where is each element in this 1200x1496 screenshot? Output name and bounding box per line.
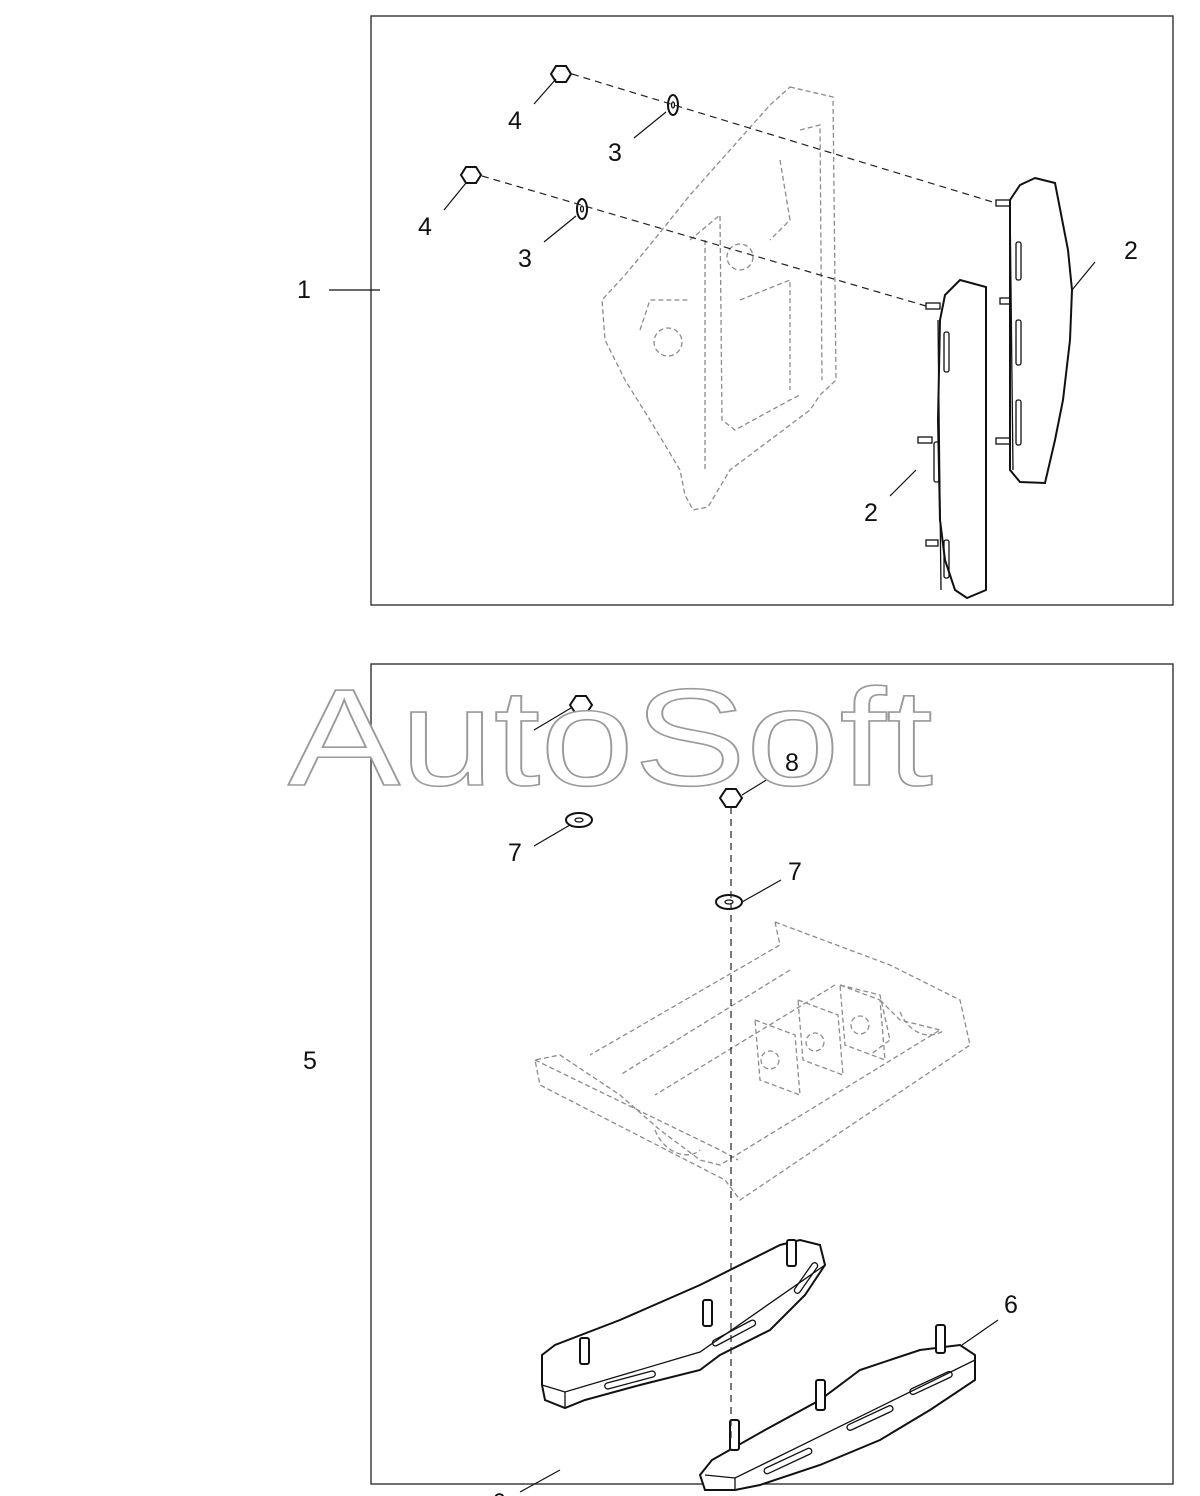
callout-part-2-lower: 2 xyxy=(864,499,878,527)
leader-part-8-left xyxy=(533,707,572,731)
leader-part-7-right xyxy=(741,879,782,903)
leader-part-3-upper xyxy=(633,111,667,139)
mounting-bracket-outline xyxy=(601,86,837,511)
callout-assembly-1: 1 xyxy=(297,276,311,304)
alignment-line-upper xyxy=(571,73,997,204)
washer-left xyxy=(565,812,593,828)
leader-part-6-right xyxy=(961,1319,999,1346)
callout-part-8-left: 8 xyxy=(505,723,519,751)
leader-part-2-upper xyxy=(1071,261,1096,291)
watermark: AutoSoft xyxy=(288,661,933,815)
leader-part-4-lower xyxy=(443,182,467,211)
callout-part-3-upper: 3 xyxy=(608,139,622,167)
callout-part-6-right: 6 xyxy=(1004,1291,1018,1319)
washer-right xyxy=(715,894,743,910)
base-frame-outline xyxy=(534,921,971,1201)
callout-part-7-left: 7 xyxy=(508,839,522,867)
callout-assembly-5: 5 xyxy=(303,1047,317,1075)
nut-right xyxy=(718,788,744,808)
callout-part-2-upper: 2 xyxy=(1124,237,1138,265)
leader-part-6-left xyxy=(519,1469,561,1493)
nut-lower xyxy=(459,166,483,184)
panel-assembly-1 xyxy=(370,15,1174,606)
alignment-line-lower xyxy=(481,175,927,307)
washer-lower xyxy=(576,198,588,220)
panel-assembly-5 xyxy=(370,663,1174,1485)
leader-part-3-lower xyxy=(543,215,577,243)
nut-left xyxy=(568,695,594,715)
runner-left xyxy=(541,1238,827,1410)
wear-pad-upper xyxy=(995,176,1074,485)
callout-part-7-right: 7 xyxy=(788,858,802,886)
leader-part-8-right xyxy=(741,773,777,796)
callout-part-4-upper: 4 xyxy=(508,107,522,135)
runner-right xyxy=(698,1324,976,1491)
washer-upper xyxy=(667,94,679,116)
leader-part-2-lower xyxy=(889,469,917,497)
leader-part-7-left xyxy=(533,824,571,847)
callout-part-6-left: 6 xyxy=(492,1489,506,1496)
callout-part-3-lower: 3 xyxy=(518,245,532,273)
nut-upper xyxy=(549,65,573,83)
leader-part-4-upper xyxy=(533,78,557,105)
callout-part-4-lower: 4 xyxy=(418,213,432,241)
wear-pad-lower xyxy=(917,278,987,600)
callout-part-8-right: 8 xyxy=(785,749,799,777)
